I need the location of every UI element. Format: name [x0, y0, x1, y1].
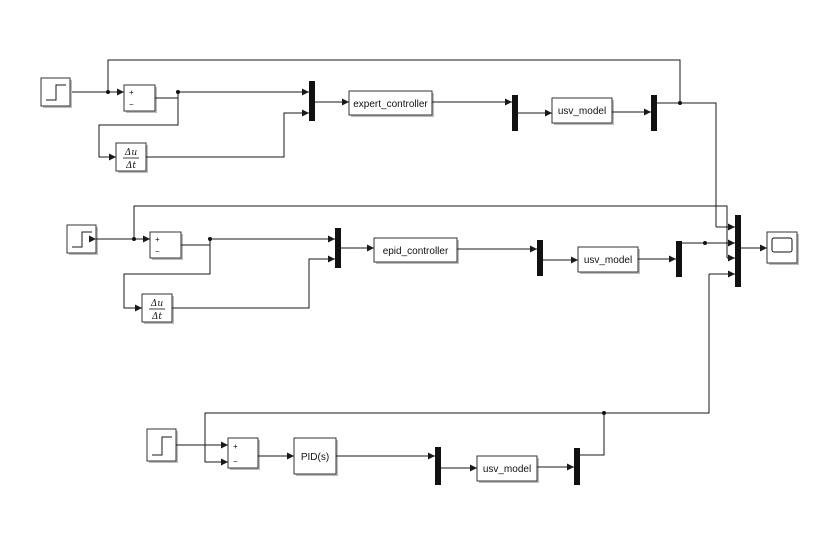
derivative-block-2[interactable]: Δu Δt [141, 293, 174, 324]
derivative-numerator: Δu [150, 299, 163, 309]
sum-minus-sign: − [233, 457, 238, 466]
derivative-block-1[interactable]: Δu Δt [115, 142, 148, 173]
step-block-1[interactable] [40, 77, 72, 108]
demux-bar[interactable] [537, 240, 543, 276]
plant-label: usv_model [558, 106, 606, 117]
controller-label: epid_controller [383, 246, 449, 257]
sum-block-2[interactable]: + − [149, 231, 183, 260]
step-icon [152, 436, 172, 456]
derivative-denominator: Δt [151, 312, 162, 322]
sum-block-3[interactable]: + − [227, 437, 260, 470]
plant-block-2[interactable]: usv_model [577, 246, 640, 274]
sum-plus-sign: + [129, 88, 134, 97]
scope-block[interactable] [766, 231, 799, 265]
sum-minus-sign: − [129, 100, 134, 109]
demux-bar[interactable] [512, 95, 518, 131]
controller-block-2[interactable]: epid_controller [373, 237, 459, 264]
sum-block-1[interactable]: + − [123, 84, 157, 113]
scope-icon [771, 237, 793, 253]
pid-label: PID(s) [301, 452, 329, 463]
step-block-2[interactable] [66, 224, 98, 255]
step-icon [46, 84, 66, 101]
plant-block-3[interactable]: usv_model [476, 455, 539, 483]
row-3: + − PID(s) usv_model [146, 428, 580, 485]
demux-bar[interactable] [676, 241, 682, 277]
demux-bar[interactable] [574, 448, 580, 485]
plant-label: usv_model [584, 255, 632, 266]
step-block-3[interactable] [146, 428, 178, 463]
derivative-denominator: Δt [125, 161, 136, 171]
controller-label: expert_controller [353, 99, 428, 110]
mux-bar[interactable] [335, 228, 341, 268]
sum-minus-sign: − [155, 247, 160, 256]
derivative-numerator: Δu [124, 148, 137, 158]
demux-bar[interactable] [651, 95, 657, 131]
pid-block[interactable]: PID(s) [293, 437, 338, 476]
sum-plus-sign: + [233, 442, 238, 451]
row-2: + − Δu Δt epid_controller usv_model [66, 224, 682, 324]
mux-bar[interactable] [309, 81, 315, 121]
controller-block-1[interactable]: expert_controller [348, 90, 434, 117]
signal-wires [72, 59, 767, 472]
demux-bar[interactable] [435, 447, 441, 485]
plant-block-1[interactable]: usv_model [551, 97, 614, 125]
plant-label: usv_model [483, 464, 531, 475]
mux-bar[interactable] [735, 215, 741, 287]
sum-plus-sign: + [155, 235, 160, 244]
step-icon [72, 231, 92, 248]
